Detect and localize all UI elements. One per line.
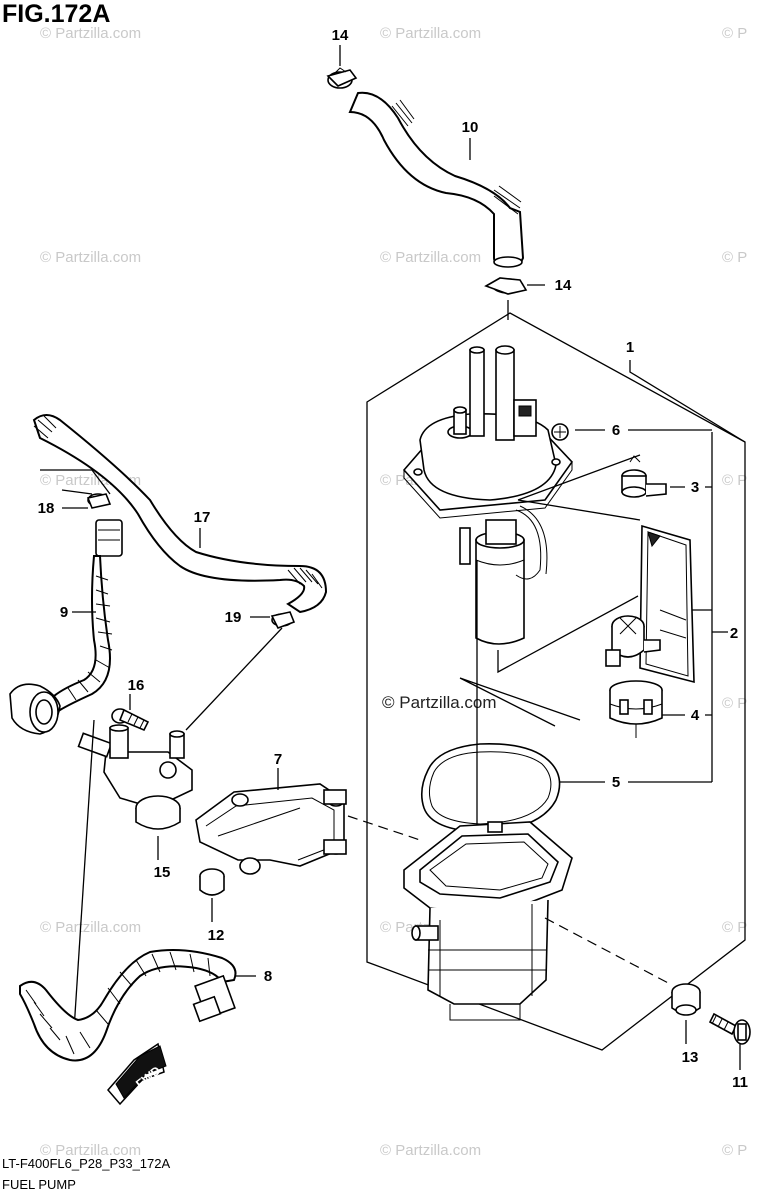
figure-caption: FUEL PUMP	[2, 1177, 76, 1192]
pump-motor	[459, 505, 548, 645]
watermark: © Partzilla.com	[40, 25, 141, 42]
callout-17: 17	[194, 509, 211, 526]
clamp-18-lines	[40, 469, 111, 495]
clamp-14-mid	[484, 277, 528, 295]
holder-4	[609, 680, 663, 738]
valve-15	[77, 724, 193, 830]
gasket-5	[420, 743, 561, 833]
bracket-2	[711, 432, 728, 782]
callout-11: 11	[732, 1074, 748, 1091]
clamp-19	[270, 611, 296, 630]
callout-12: 12	[208, 927, 225, 944]
callout-8: 8	[264, 968, 272, 985]
callout-19: 19	[225, 609, 242, 626]
callout-14-top: 14	[332, 27, 349, 44]
grommet-12	[199, 868, 225, 896]
part-3-piece	[621, 455, 667, 498]
callout-3: 3	[691, 479, 699, 496]
watermark: © Partzilla.com	[40, 919, 141, 936]
watermark: © P	[722, 249, 747, 266]
callout-4: 4	[691, 707, 700, 724]
housing-alignment-line	[544, 917, 673, 986]
hose-9-to-lower	[73, 719, 95, 1031]
callout-16: 16	[128, 677, 145, 694]
callout-6: 6	[612, 422, 620, 439]
callout-7: 7	[274, 751, 282, 768]
regulator-part	[605, 615, 661, 667]
callout-1: 1	[626, 339, 634, 356]
callout-2: 2	[730, 625, 738, 642]
assembly-bracket-box	[366, 312, 746, 1051]
hose-17-to-valve	[185, 627, 283, 731]
pump-bracket-lines	[497, 454, 641, 674]
bracket-alignment-line	[347, 815, 421, 841]
hose-9	[9, 519, 123, 735]
hose-8	[19, 949, 237, 1062]
holder-box-lines	[459, 677, 581, 727]
callout-10: 10	[462, 119, 479, 136]
watermark: © Partzilla.com	[380, 1142, 481, 1159]
clamp-18	[86, 493, 112, 509]
pump-housing	[403, 821, 573, 1021]
callout-13: 13	[682, 1049, 699, 1066]
watermark: © Partzilla.com	[40, 1142, 141, 1159]
bracket-7	[195, 783, 347, 875]
watermark: © Partzilla.com	[380, 249, 481, 266]
watermark: © P	[722, 695, 747, 712]
clamp-14-top	[326, 67, 358, 89]
watermark: © P	[722, 1142, 747, 1159]
watermark: © Partzilla.com	[40, 249, 141, 266]
callout-14-mid: 14	[555, 277, 572, 294]
hose-10	[348, 91, 525, 268]
watermark: © P	[722, 919, 747, 936]
figure-title: FIG.172A	[2, 0, 110, 28]
watermark: © Partzilla.com	[380, 25, 481, 42]
drawing-code: LT-F400FL6_P28_P33_172A	[2, 1156, 170, 1171]
watermark: © P	[722, 25, 747, 42]
callout-5: 5	[612, 774, 620, 791]
bolt-16	[111, 708, 150, 732]
callout-9: 9	[60, 604, 68, 621]
watermark: © P	[722, 472, 747, 489]
callout-18: 18	[38, 500, 55, 517]
bolt-11	[708, 1012, 751, 1045]
pump-flange	[402, 345, 574, 519]
watermark-main: © Partzilla.com	[382, 693, 497, 712]
hose-17	[32, 414, 328, 614]
fwd-arrow-icon: FWD	[107, 1042, 167, 1106]
grommet-13	[671, 983, 701, 1016]
leader-1	[629, 360, 746, 443]
filter-sock-2	[639, 524, 695, 684]
callout-15: 15	[154, 864, 171, 881]
